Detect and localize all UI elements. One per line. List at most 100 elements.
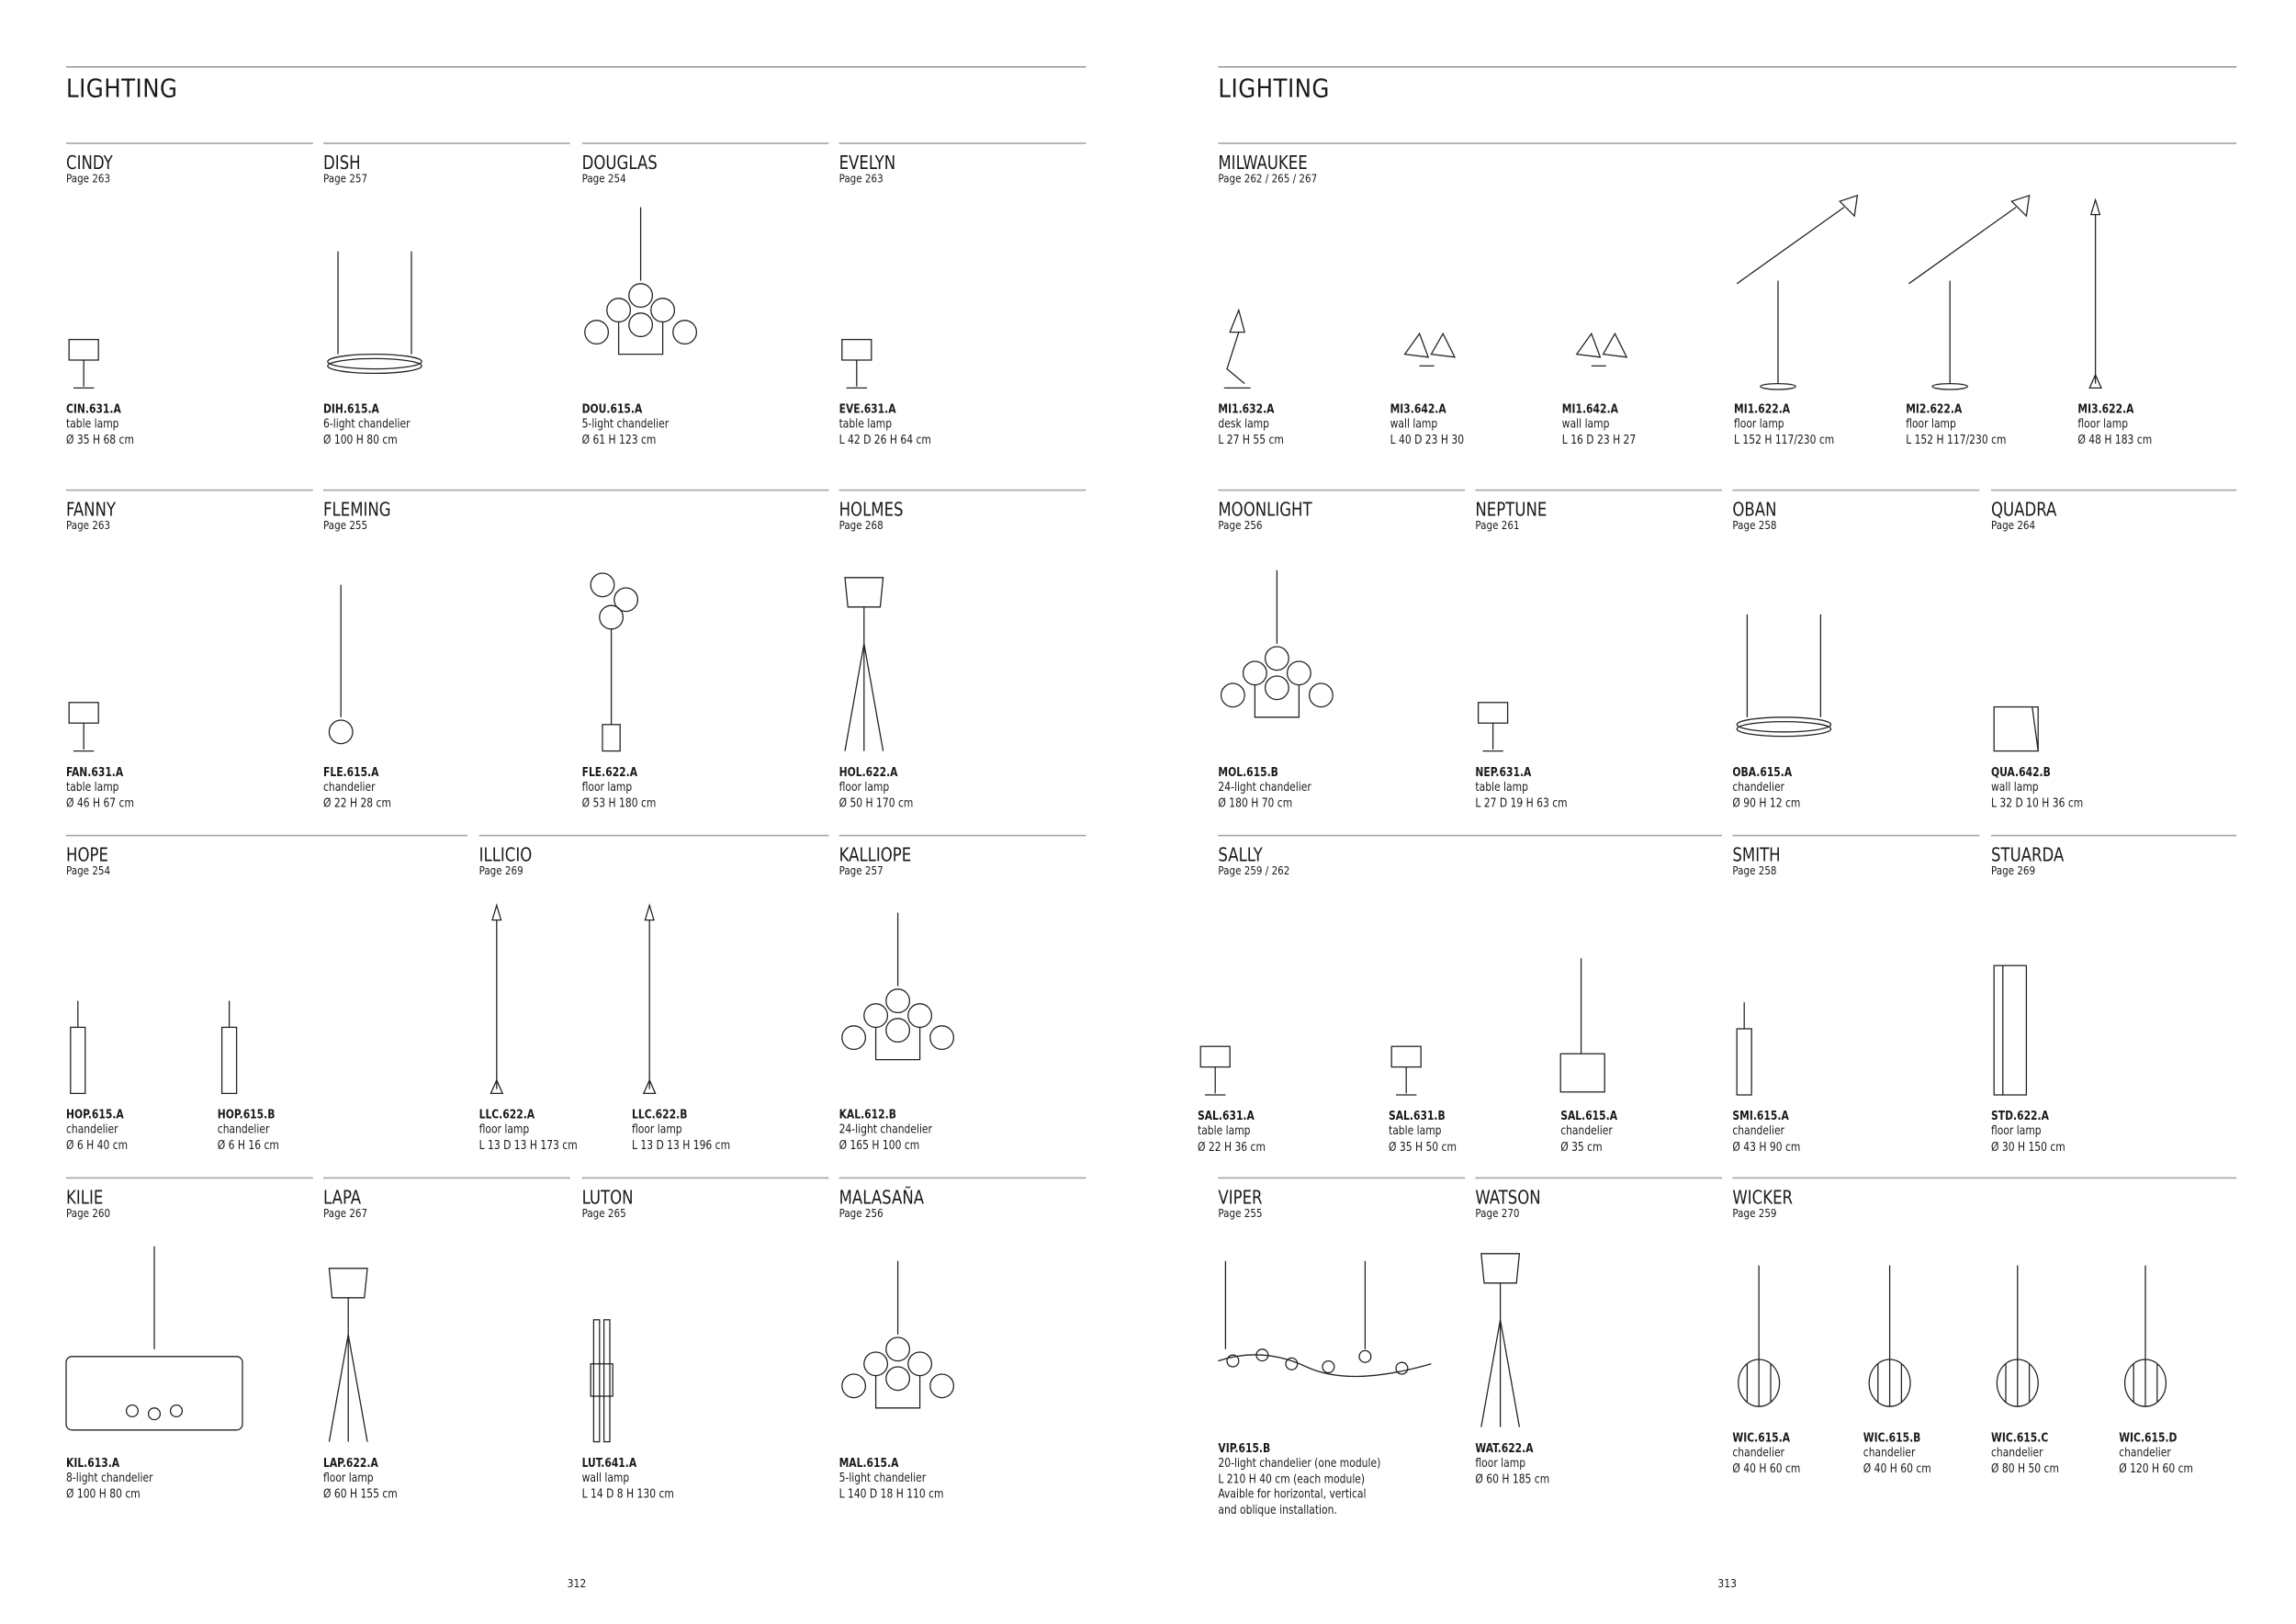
product-code: KAL.612.B bbox=[838, 1106, 896, 1122]
section-rule bbox=[66, 489, 313, 491]
product-code: HOP.615.A bbox=[66, 1106, 124, 1122]
section-rule bbox=[478, 834, 829, 837]
globe-chandelier-icon bbox=[839, 898, 1001, 1104]
family-name: ILLICIO bbox=[478, 843, 533, 866]
section-rule bbox=[838, 834, 1086, 837]
product-detail: floor lamp bbox=[478, 1121, 530, 1136]
arm-floor-lamp-icon bbox=[1734, 193, 1896, 399]
family-name: NEPTUNE bbox=[1475, 498, 1548, 521]
stick-floor-lamp-icon bbox=[2077, 193, 2239, 399]
product-detail: 5-light chandelier bbox=[838, 1470, 927, 1484]
wicker-pendant-icon bbox=[1991, 1222, 2153, 1427]
page-reference: Page 263 bbox=[838, 172, 884, 186]
product-detail: 20-light chandelier (one module) bbox=[1218, 1455, 1381, 1470]
page-reference: Page 259 / 262 bbox=[1218, 863, 1290, 878]
stick-floor-lamp-icon bbox=[632, 898, 793, 1104]
table-lamp-icon bbox=[839, 193, 1001, 399]
product-detail: floor lamp bbox=[2077, 415, 2129, 431]
family-name: WICKER bbox=[1732, 1186, 1794, 1209]
product-detail: 5-light chandelier bbox=[581, 415, 670, 431]
product-detail: wall lamp bbox=[1561, 415, 1610, 431]
page-reference: Page 256 bbox=[838, 1206, 884, 1220]
section-rule bbox=[323, 142, 570, 144]
section-rule bbox=[1218, 489, 1466, 491]
family-name: FLEMING bbox=[323, 498, 391, 521]
section-rule bbox=[323, 1177, 570, 1179]
product-detail: L 140 D 18 H 110 cm bbox=[838, 1484, 944, 1500]
section-rule bbox=[838, 489, 1086, 491]
product-code: LAP.622.A bbox=[323, 1455, 378, 1470]
pendant-icon bbox=[323, 556, 485, 761]
product-detail: Ø 46 H 67 cm bbox=[66, 794, 134, 809]
page-reference: Page 263 bbox=[66, 518, 111, 533]
product-detail: L 32 D 10 H 36 cm bbox=[1991, 794, 2084, 809]
product-code: MOL.615.B bbox=[1218, 764, 1278, 779]
product-detail: chandelier bbox=[2119, 1444, 2171, 1460]
page-reference: Page 265 bbox=[581, 1206, 626, 1220]
product-detail: wall lamp bbox=[1991, 779, 2039, 794]
family-name: KILIE bbox=[66, 1186, 104, 1209]
section-rule bbox=[1991, 834, 2237, 837]
product-detail: Ø 30 H 150 cm bbox=[1991, 1138, 2065, 1154]
product-detail: 8-light chandelier bbox=[66, 1470, 153, 1484]
product-code: MI1.622.A bbox=[1734, 400, 1791, 416]
page-reference: Page 255 bbox=[1218, 1206, 1263, 1220]
product-code: WIC.615.D bbox=[2119, 1429, 2178, 1445]
product-detail: chandelier bbox=[1991, 1444, 2043, 1460]
product-detail: table lamp bbox=[1389, 1122, 1442, 1138]
family-name: QUADRA bbox=[1991, 498, 2057, 521]
page-reference: Page 257 bbox=[838, 863, 884, 878]
product-detail: wall lamp bbox=[581, 1470, 630, 1484]
product-code: SMI.615.A bbox=[1732, 1108, 1789, 1123]
product-detail: Ø 100 H 80 cm bbox=[66, 1484, 141, 1500]
product-code: STD.622.A bbox=[1991, 1108, 2049, 1123]
wall-lamp-icon bbox=[1562, 193, 1724, 399]
product-detail: table lamp bbox=[66, 415, 119, 431]
desk-lamp-icon bbox=[1218, 193, 1379, 399]
product-detail: desk lamp bbox=[1218, 415, 1269, 431]
product-detail: table lamp bbox=[1475, 779, 1528, 794]
product-code: MI2.622.A bbox=[1906, 400, 1963, 416]
product-detail: chandelier bbox=[323, 779, 376, 794]
product-detail: floor lamp bbox=[632, 1121, 682, 1136]
product-detail: 6-light chandelier bbox=[323, 415, 411, 431]
section-rule bbox=[1991, 489, 2237, 491]
family-name: FANNY bbox=[66, 498, 117, 521]
product-detail: Ø 53 H 180 cm bbox=[581, 794, 657, 809]
product-detail: L 40 D 23 H 30 bbox=[1390, 431, 1465, 446]
family-name: OBAN bbox=[1732, 498, 1777, 521]
wicker-pendant-icon bbox=[1732, 1222, 1894, 1427]
product-code: MI3.642.A bbox=[1390, 400, 1446, 416]
product-code: KIL.613.A bbox=[66, 1455, 120, 1470]
section-rule bbox=[66, 834, 467, 837]
page-reference: Page 259 bbox=[1732, 1206, 1777, 1220]
family-name: MOONLIGHT bbox=[1218, 498, 1312, 521]
product-detail: floor lamp bbox=[838, 779, 890, 794]
ring-chandelier-icon bbox=[1732, 556, 1894, 761]
product-detail: L 16 D 23 H 27 bbox=[1561, 431, 1637, 446]
product-code: HOL.622.A bbox=[838, 764, 898, 779]
section-rule bbox=[66, 1177, 313, 1179]
product-detail: chandelier bbox=[1732, 1122, 1784, 1138]
section-rule bbox=[1475, 489, 1723, 491]
wall-box-icon bbox=[1991, 556, 2153, 761]
product-detail: chandelier bbox=[1863, 1444, 1916, 1460]
